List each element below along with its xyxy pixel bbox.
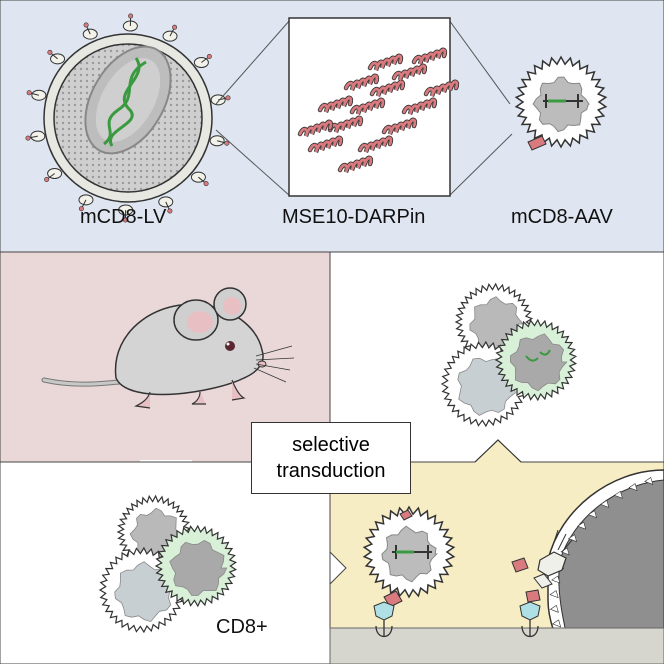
zoom-line bbox=[448, 19, 511, 105]
cd8-cell-label: CD8+ bbox=[216, 616, 268, 638]
callout-arrow bbox=[474, 439, 522, 463]
mouse-icon bbox=[41, 287, 295, 409]
selective-transduction-line2: transduction bbox=[276, 460, 386, 482]
lentivirus-envelope-icon bbox=[511, 529, 573, 603]
zoom-line bbox=[215, 129, 291, 197]
cd8-receptor-icon bbox=[519, 601, 541, 638]
darpin-label: MSE10-DARPin bbox=[282, 206, 426, 228]
selective-transduction-line1: selective bbox=[292, 434, 370, 456]
t-cell-cluster-icon bbox=[440, 282, 578, 428]
cd8-receptor-icon bbox=[373, 601, 395, 638]
aav-particle-icon bbox=[514, 55, 608, 151]
selective-transduction-box: selective transduction bbox=[251, 422, 411, 494]
t-cell-cluster-icon bbox=[98, 494, 238, 634]
zoom-line bbox=[215, 19, 291, 105]
zoom-line bbox=[448, 133, 513, 197]
aav-particle-icon bbox=[362, 505, 456, 608]
aav-label: mCD8-AAV bbox=[511, 206, 613, 228]
lentivirus-label: mCD8-LV bbox=[80, 206, 167, 228]
lentivirus-particle-icon bbox=[25, 13, 231, 223]
darpin-protein-icon bbox=[297, 47, 460, 174]
cell-membrane bbox=[329, 627, 664, 664]
